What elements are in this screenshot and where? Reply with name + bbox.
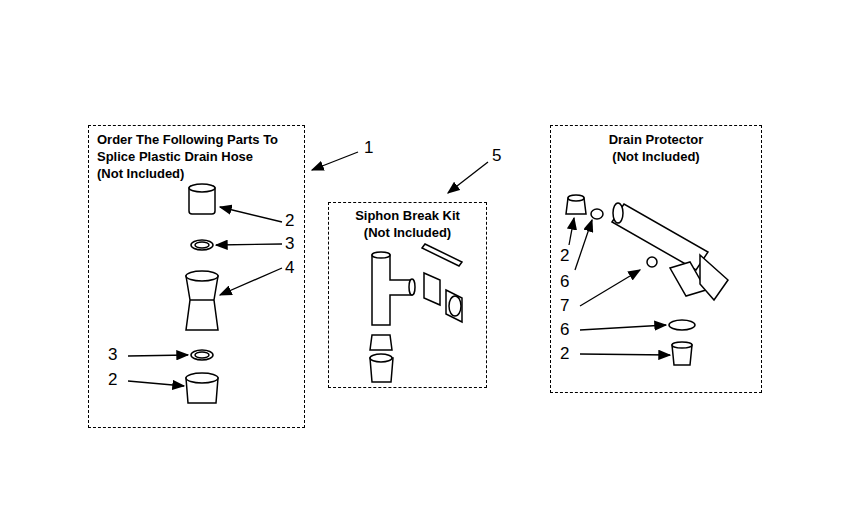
group-heading: Siphon Break Kit: [331, 207, 485, 224]
dashed-group-box: Siphon Break Kit(Not Included): [328, 202, 487, 388]
callout-number: 2: [559, 247, 570, 265]
callout-number: 4: [284, 259, 295, 277]
group-heading: Drain Protector: [553, 131, 760, 148]
group-heading: Order The Following Parts To Splice Plas…: [97, 131, 294, 165]
group-heading: (Not Included): [553, 148, 760, 165]
callout-number: 1: [363, 139, 374, 157]
dashed-group-box: Order The Following Parts To Splice Plas…: [88, 125, 305, 428]
callout-number: 6: [559, 321, 570, 339]
callout-number: 2: [559, 345, 570, 363]
group-heading: (Not Included): [331, 224, 485, 241]
group-heading: (Not Included): [97, 165, 294, 182]
callout-number: 6: [559, 273, 570, 291]
callout-number: 2: [284, 212, 295, 230]
callout-number: 7: [559, 297, 570, 315]
dashed-group-box: Drain Protector(Not Included): [550, 125, 762, 393]
callout-number: 2: [107, 371, 118, 389]
callout-number: 3: [107, 346, 118, 364]
callout-number: 3: [284, 235, 295, 253]
callout-number: 5: [491, 147, 502, 165]
